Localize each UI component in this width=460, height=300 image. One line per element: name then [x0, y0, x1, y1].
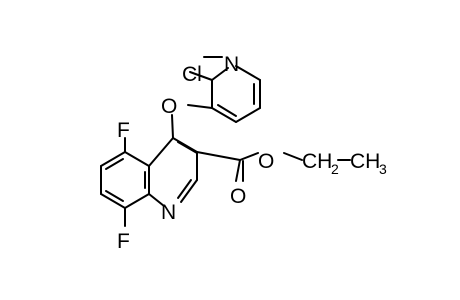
bond: [187, 104, 213, 109]
bond: [124, 193, 150, 209]
ch3-subscript: 3: [379, 161, 387, 177]
bond: [105, 190, 124, 202]
bond: [105, 158, 124, 170]
pyridine-nitrogen-label: N: [224, 53, 239, 76]
bond: [180, 179, 198, 203]
bond: [283, 152, 303, 161]
bond: [217, 104, 237, 117]
quinoline-nitrogen-label: N: [161, 201, 176, 224]
bond: [124, 151, 150, 167]
bond: [177, 179, 192, 199]
ch2-label: CH: [302, 150, 332, 173]
bond: [177, 141, 198, 154]
ether-oxygen-label: O: [161, 95, 177, 118]
bond: [235, 107, 261, 123]
bond: [211, 67, 229, 81]
bond: [235, 65, 261, 81]
bond: [100, 151, 126, 167]
bond: [148, 193, 165, 207]
bond: [189, 71, 213, 81]
bond: [100, 193, 126, 209]
bond: [239, 152, 259, 161]
carbonyl-oxygen-label: O: [230, 185, 246, 208]
bond: [171, 114, 174, 139]
bond: [211, 107, 237, 123]
fluorine-8-label: F: [117, 230, 130, 253]
bond: [196, 151, 241, 161]
ester-oxygen-label: O: [258, 150, 274, 173]
atom-labels: Cl N O F N F O O CH 2 CH 3: [117, 53, 387, 253]
bond: [148, 137, 174, 167]
ch3-label: CH: [350, 150, 380, 173]
chlorine-label: Cl: [182, 63, 202, 86]
fluorine-5-label: F: [117, 119, 130, 142]
ch2-subscript: 2: [331, 161, 339, 177]
bond-lines: [100, 56, 303, 227]
bond: [235, 159, 241, 182]
